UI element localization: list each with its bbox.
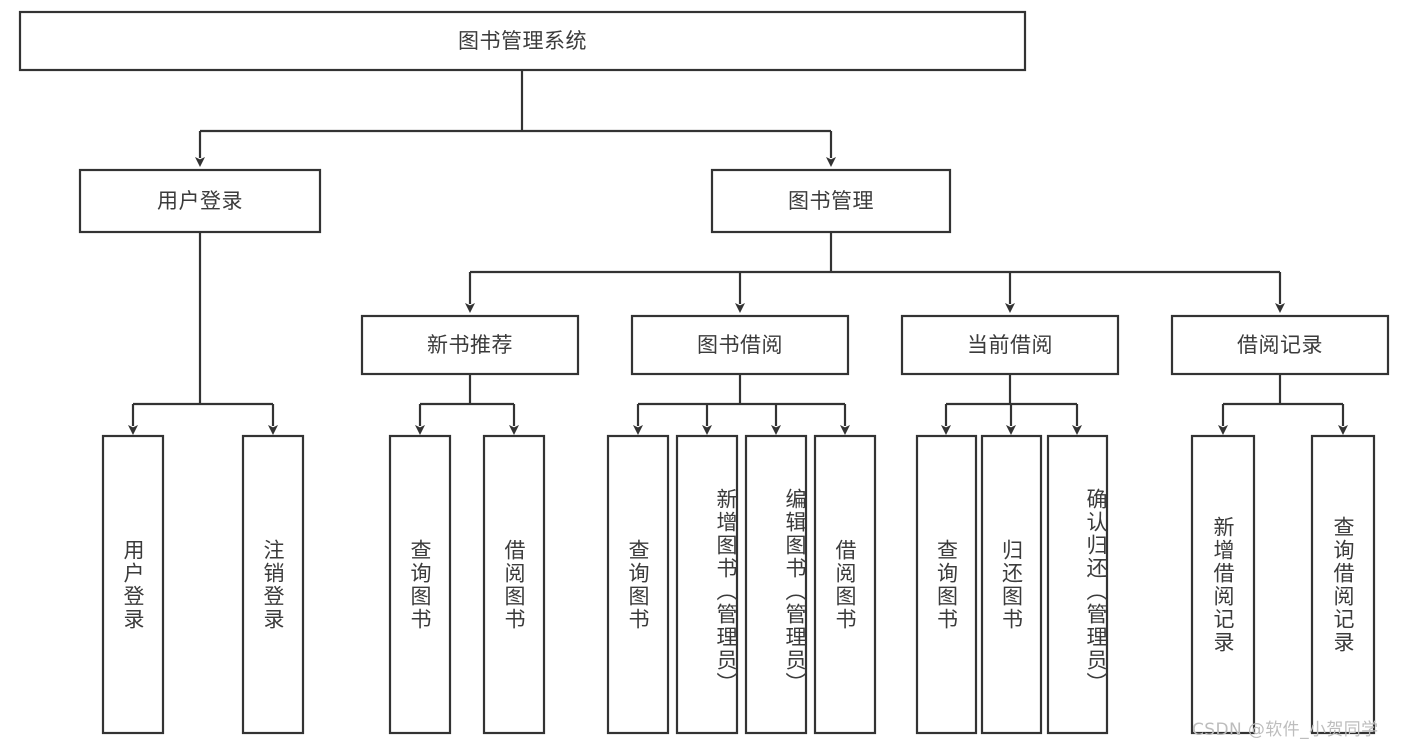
leaf-box-return-book[interactable] bbox=[980, 434, 1043, 735]
node-book-borrow-box[interactable] bbox=[630, 314, 850, 376]
node-book-manage-box[interactable] bbox=[710, 168, 952, 234]
leaf-box-query-borrow-record[interactable] bbox=[1310, 434, 1376, 735]
node-borrow-record-box[interactable] bbox=[1170, 314, 1390, 376]
node-root-box[interactable] bbox=[18, 10, 1027, 72]
csdn-watermark: CSDN @软件_小贺同学 bbox=[1192, 720, 1379, 740]
leaf-box-add-book-admin[interactable] bbox=[675, 434, 739, 735]
node-user-login-box[interactable] bbox=[78, 168, 322, 234]
node-current-borrow-box[interactable] bbox=[900, 314, 1120, 376]
leaf-box-query-book-2[interactable] bbox=[606, 434, 670, 735]
leaf-box-logout[interactable] bbox=[241, 434, 305, 735]
leaf-box-query-book-1[interactable] bbox=[388, 434, 452, 735]
leaf-box-query-book-3[interactable] bbox=[915, 434, 978, 735]
leaf-box-borrow-book-1[interactable] bbox=[482, 434, 546, 735]
leaf-box-edit-book-admin[interactable] bbox=[744, 434, 808, 735]
leaf-box-add-borrow-record[interactable] bbox=[1190, 434, 1256, 735]
leaf-box-user-login[interactable] bbox=[101, 434, 165, 735]
leaf-box-borrow-book-2[interactable] bbox=[813, 434, 877, 735]
leaf-box-confirm-return-admin[interactable] bbox=[1046, 434, 1109, 735]
node-new-book-recommend-box[interactable] bbox=[360, 314, 580, 376]
